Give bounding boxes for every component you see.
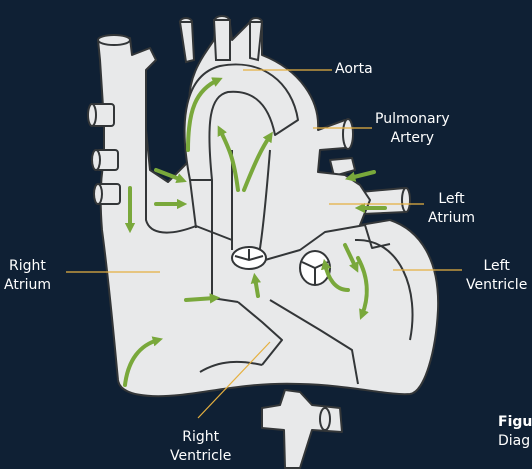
arrow-lpv-1: [350, 172, 374, 178]
figure-caption: Figu Diag: [498, 413, 532, 451]
label-right-ventricle: Right Ventricle: [170, 428, 231, 466]
arrow-ra-to-rv: [186, 298, 215, 300]
caption-text: Diag: [498, 432, 532, 451]
label-left-atrium: Left Atrium: [428, 190, 475, 228]
inferior-vena-cava: [262, 390, 342, 468]
label-pulmonary-artery: Pulmonary Artery: [375, 110, 450, 148]
caption-bold: Figu: [498, 413, 532, 432]
svc-opening: [98, 35, 130, 45]
label-aorta: Aorta: [335, 60, 373, 79]
label-left-ventricle: Left Ventricle: [466, 257, 527, 295]
valve-right: [232, 247, 266, 269]
pulmonary-artery-opening: [343, 119, 353, 149]
label-right-atrium: Right Atrium: [4, 257, 51, 295]
